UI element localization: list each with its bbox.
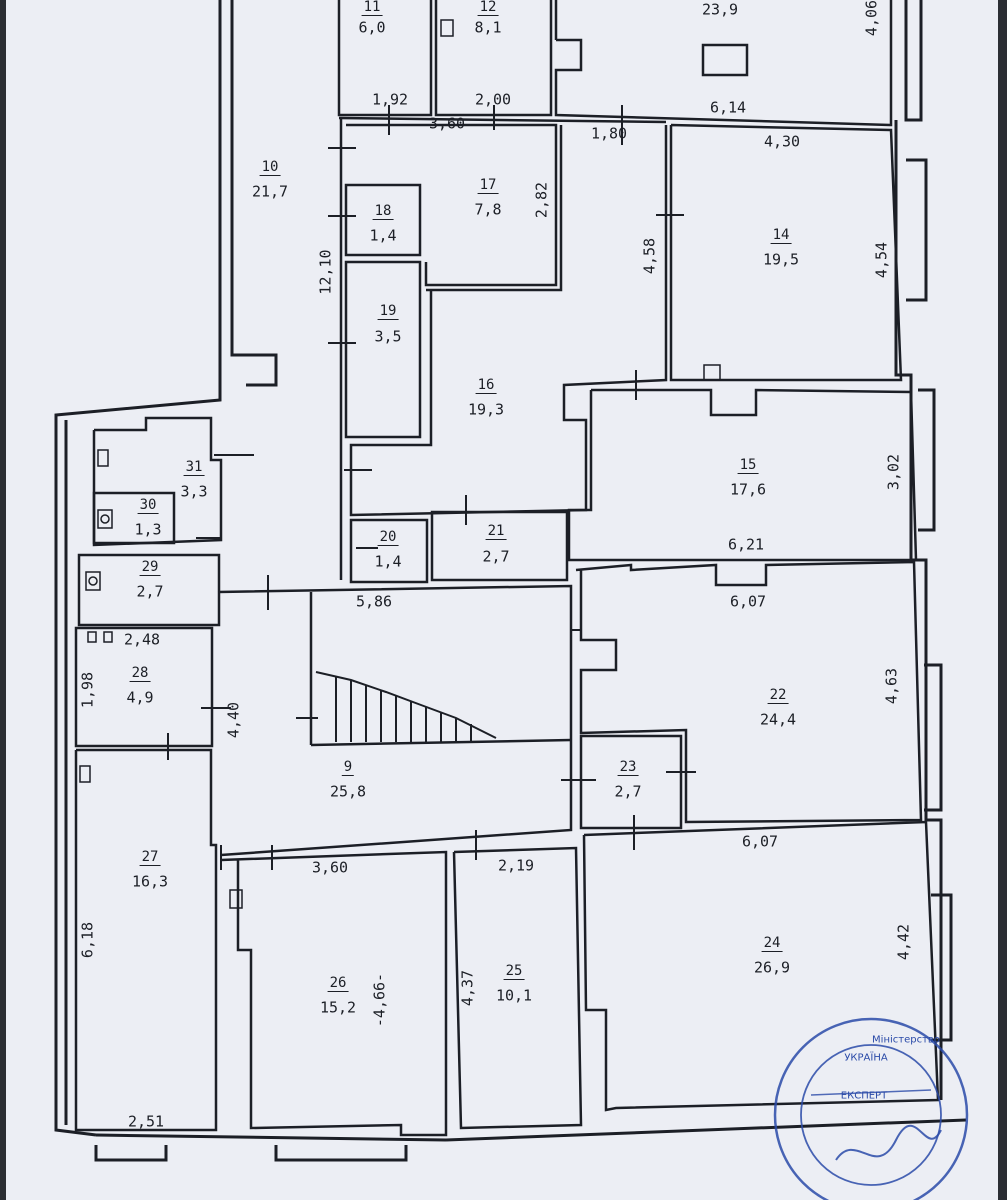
room-number: 12 — [477, 0, 499, 16]
dimension-label: 3,60 — [311, 858, 349, 877]
room-number: 27 — [139, 849, 161, 866]
staircase — [296, 671, 497, 742]
room-area: 2,7 — [482, 547, 510, 566]
room-number: 14 — [770, 227, 792, 244]
dimension-label: 1,80 — [590, 124, 628, 143]
room-area: 19,3 — [467, 400, 505, 419]
room-area: 1,4 — [369, 226, 397, 245]
dimension-label: 6,07 — [729, 592, 767, 611]
dimension-label: 12,10 — [316, 249, 335, 295]
room-number: 15 — [737, 457, 759, 474]
interior-walls — [74, 0, 940, 1137]
room-number: 29 — [139, 559, 161, 576]
dimension-label: 2,82 — [532, 181, 551, 219]
stamp-role-text: ЕКСПЕРТ — [840, 1090, 888, 1102]
room-number: 31 — [183, 459, 205, 476]
room-area: 2,7 — [614, 782, 642, 801]
room-area: 23,9 — [701, 0, 739, 19]
dimension-label: 4,54 — [872, 241, 891, 279]
room-number: 11 — [361, 0, 383, 16]
room-number: 19 — [377, 303, 399, 320]
room-number: 25 — [503, 963, 525, 980]
room-area: 19,5 — [762, 250, 800, 269]
exterior-walls — [54, 0, 967, 1162]
dimension-label: 3,60 — [428, 114, 466, 133]
dimension-label: 2,19 — [497, 856, 535, 875]
dimension-label: 2,51 — [127, 1112, 165, 1131]
dimension-label: 4,42 — [894, 923, 913, 961]
room-area: 17,6 — [729, 480, 767, 499]
room-number: 26 — [327, 975, 349, 992]
dimension-label: 3,02 — [884, 453, 903, 491]
stamp-country-text: УКРАЇНА — [844, 1052, 888, 1064]
room-area: 6,0 — [358, 18, 386, 37]
official-stamp — [773, 1017, 969, 1200]
dimension-label: 4,58 — [640, 237, 659, 275]
floor-plan-drawing — [54, 0, 967, 1162]
room-number: 23 — [617, 759, 639, 776]
room-number: 10 — [259, 159, 281, 176]
dimension-label: 1,92 — [371, 90, 409, 109]
room-area: 15,2 — [319, 998, 357, 1017]
room-area: 1,3 — [134, 520, 162, 539]
room-area: 24,4 — [759, 710, 797, 729]
room-area: 8,1 — [474, 18, 502, 37]
room-number: 20 — [377, 529, 399, 546]
room-area: 1,4 — [374, 552, 402, 571]
room-number: 22 — [767, 687, 789, 704]
room-area: 7,8 — [474, 200, 502, 219]
room-number: 28 — [129, 665, 151, 682]
dimension-label: 6,18 — [78, 921, 97, 959]
room-number: 30 — [137, 497, 159, 514]
room-number: 17 — [477, 177, 499, 194]
dimension-label: 6,21 — [727, 535, 765, 554]
room-area: 3,5 — [374, 327, 402, 346]
dimension-label: 4,30 — [763, 132, 801, 151]
room-number: 24 — [761, 935, 783, 952]
room-area: 3,3 — [180, 482, 208, 501]
dimension-label: 4,37 — [458, 969, 477, 1007]
room-area: 16,3 — [131, 872, 169, 891]
room-number: 9 — [341, 759, 355, 776]
room-area: 4,9 — [126, 688, 154, 707]
dimension-label: 5,86 — [355, 592, 393, 611]
dimension-label: 2,00 — [474, 90, 512, 109]
dimension-label: 1,98 — [78, 671, 97, 709]
sanitary-fixtures — [79, 449, 113, 783]
room-area: 2,7 — [136, 582, 164, 601]
stamp-top-text: Міністерство — [872, 1034, 940, 1046]
room-area: 25,8 — [329, 782, 367, 801]
room-number: 18 — [372, 203, 394, 220]
dimension-label: 4,06 — [862, 0, 881, 37]
dimension-label: -4,66- — [370, 972, 389, 1028]
dimension-label: 4,63 — [882, 667, 901, 705]
room-area: 21,7 — [251, 182, 289, 201]
dimension-label: 6,07 — [741, 832, 779, 851]
dimension-label: 2,48 — [123, 630, 161, 649]
room-number: 21 — [485, 523, 507, 540]
door-markers — [167, 105, 696, 870]
floor-plan-sheet: 11 6,0 12 8,1 23,9 10 21,7 17 7,8 18 1,4… — [6, 0, 998, 1200]
dimension-label: 6,14 — [709, 98, 747, 117]
room-area: 10,1 — [495, 986, 533, 1005]
room-number: 16 — [475, 377, 497, 394]
room-area: 26,9 — [753, 958, 791, 977]
dimension-label: 4,40 — [224, 701, 243, 739]
